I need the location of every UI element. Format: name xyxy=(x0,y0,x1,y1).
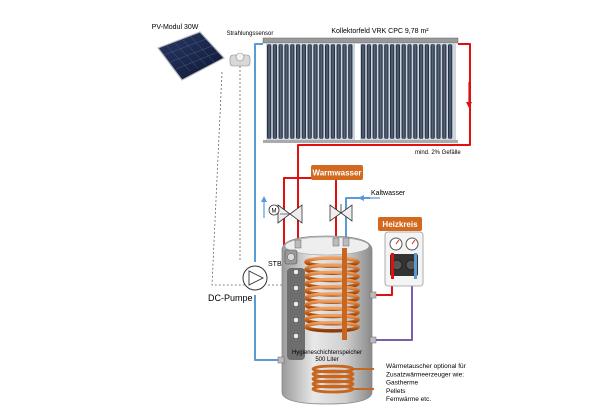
vacuum-tube xyxy=(372,44,377,139)
collector-tubes xyxy=(266,43,456,140)
sensor-point xyxy=(293,269,299,275)
solar-flow-pipe xyxy=(297,43,471,250)
coil-turn xyxy=(304,320,360,333)
vacuum-tube xyxy=(278,44,283,139)
motor-label: M xyxy=(272,209,277,215)
cold-water-arrow xyxy=(358,195,380,201)
vacuum-tube xyxy=(296,44,301,139)
solar-coil xyxy=(304,248,360,340)
vacuum-tube xyxy=(307,44,312,139)
vacuum-tube xyxy=(424,44,429,139)
auxiliary-coil xyxy=(311,364,374,394)
heating-return-pipe xyxy=(372,286,413,341)
flow-arrow-up xyxy=(261,196,267,218)
vacuum-tube xyxy=(430,44,435,139)
hot-water-badge: Warmwasser xyxy=(311,165,363,180)
heating-circuit-label: Heizkreis xyxy=(382,220,418,229)
flow-arrow-down xyxy=(466,82,472,108)
radiation-sensor xyxy=(229,52,251,67)
motor-mixing-valve: M xyxy=(268,204,303,224)
vacuum-tube xyxy=(336,44,341,139)
vacuum-tube xyxy=(301,44,306,139)
hot-water-pipe xyxy=(283,177,337,245)
vacuum-tube xyxy=(366,44,371,139)
note-line: Gastherme xyxy=(386,380,419,387)
sensor-point xyxy=(293,285,299,291)
pump-to-tank-pipe xyxy=(254,295,282,361)
vacuum-tube xyxy=(390,44,395,139)
coil-riser xyxy=(342,248,347,340)
vacuum-tube xyxy=(267,44,272,139)
vacuum-tube xyxy=(436,44,441,139)
vacuum-tube xyxy=(361,44,366,139)
vacuum-tube xyxy=(342,44,347,139)
temperature-sensors xyxy=(293,269,299,339)
stb-thermostat xyxy=(284,249,298,265)
heat-exchanger-note: Wärmetauscher optional fürZusatzwärmeerz… xyxy=(386,363,467,403)
collector-field-label: Kollektorfeld VRK CPC 9,78 m² xyxy=(331,28,429,35)
vacuum-tube xyxy=(378,44,383,139)
vacuum-tube xyxy=(272,44,277,139)
note-line: Wärmetauscher optional für xyxy=(386,363,467,370)
sensor-point xyxy=(293,317,299,323)
vacuum-tube xyxy=(442,44,447,139)
vacuum-tube xyxy=(395,44,400,139)
vacuum-tube xyxy=(413,44,418,139)
vacuum-tube xyxy=(325,44,330,139)
sensor-point xyxy=(293,301,299,307)
pump-label: DC-Pumpe xyxy=(208,293,253,303)
vacuum-tube xyxy=(401,44,406,139)
heating-flow-pipe xyxy=(372,286,393,296)
vacuum-tube xyxy=(407,44,412,139)
collector-field xyxy=(262,37,459,143)
vacuum-tube xyxy=(348,44,353,139)
heating-station xyxy=(384,231,424,287)
radiation-sensor-label: Strahlungssensor xyxy=(227,31,274,37)
control-wires xyxy=(211,66,290,286)
vacuum-tube xyxy=(330,44,335,139)
vacuum-tube xyxy=(384,44,389,139)
vacuum-tube xyxy=(284,44,289,139)
hot-water-label: Warmwasser xyxy=(312,169,361,178)
vacuum-tube xyxy=(313,44,318,139)
note-line: Zusatzwärmeerzeuger wie: xyxy=(386,371,464,378)
vacuum-tube xyxy=(290,44,295,139)
slope-label: mind. 2% Gefälle xyxy=(415,150,461,156)
mixing-valve xyxy=(329,204,353,222)
vacuum-tube xyxy=(448,44,453,139)
tank-title: Hygieneschichtenspeicher xyxy=(292,350,362,356)
dc-pump xyxy=(242,265,268,291)
sensor-point xyxy=(293,333,299,339)
pv-module-label: PV-Modul 30W xyxy=(152,24,199,31)
tank-volume: 500 Liter xyxy=(315,357,338,363)
vacuum-tube xyxy=(319,44,324,139)
stb-label: STB xyxy=(268,261,282,268)
heating-circuit-badge: Heizkreis xyxy=(378,217,422,231)
vacuum-tube xyxy=(419,44,424,139)
note-line: Pellets xyxy=(386,388,406,395)
solar-return-pipe xyxy=(254,43,263,262)
note-line: Fernwärme etc. xyxy=(386,396,431,403)
pv-module xyxy=(157,31,225,81)
cold-water-label: Kaltwasser xyxy=(371,190,406,197)
